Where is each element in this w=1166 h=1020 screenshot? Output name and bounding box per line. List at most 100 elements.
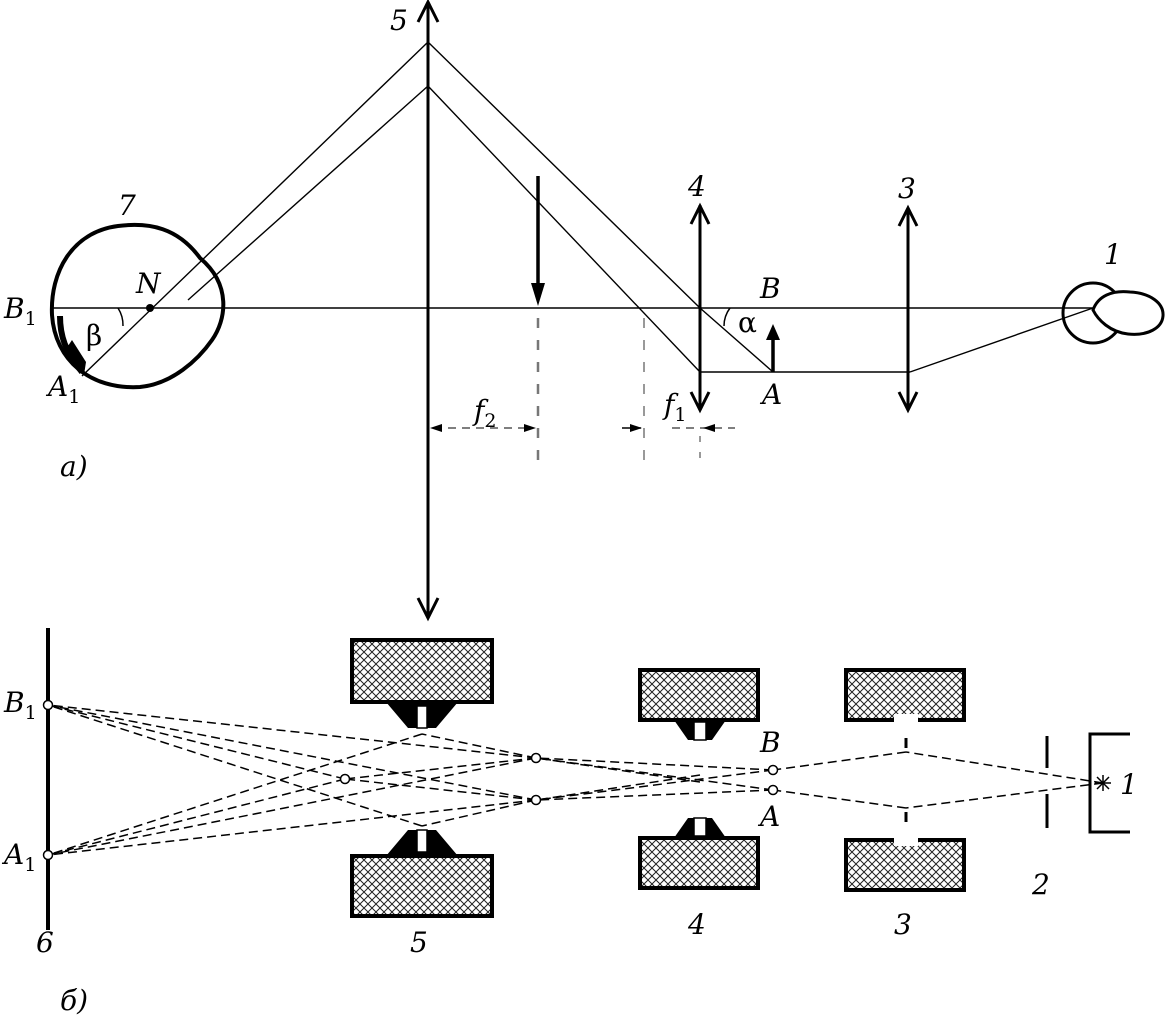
object-arrowhead [766, 324, 780, 340]
node-object-bottom [767, 784, 779, 796]
projector-lens-lower-block [350, 854, 494, 918]
ray-eyepiece-to-eye-2 [187, 85, 429, 301]
beam-source-to-condenser-top [905, 751, 1104, 784]
intermediate-image-arrowhead [531, 283, 545, 306]
ray-eyepiece-to-eye-1 [81, 41, 429, 377]
node-intermediate-top [530, 752, 542, 764]
objective-arrow-top [689, 202, 711, 225]
label-panel-a-marker: а) [60, 450, 88, 483]
beam-projector-top-to-screen-bottom [47, 733, 423, 856]
label-b-screen-number: 6 [36, 926, 54, 959]
beam-intermediate-to-projector-bottom [421, 799, 537, 827]
objective-arrow-bottom [689, 391, 711, 414]
objective-upper-gap [693, 721, 707, 741]
condenser-lens-upper-block [844, 668, 966, 722]
beam-intermediate-to-projector-top [421, 733, 537, 759]
f2-arrow-left [430, 424, 442, 432]
label-object-bottom: A [759, 378, 782, 411]
panel-a-light-microscope: 7 N β B1 A1 5 4 3 1 B A α f2 f1 а) [3, 0, 1165, 622]
label-focal-f1: f1 [662, 388, 686, 426]
beam-nodes [42, 699, 779, 861]
label-b-objective-number: 4 [687, 908, 706, 941]
label-condenser-number: 3 [898, 172, 916, 205]
label-b-projector-number: 5 [410, 926, 428, 959]
projector-lens-upper-block [350, 638, 494, 704]
beam-objective-lower-b [535, 789, 774, 801]
angle-alpha-arc [723, 307, 731, 327]
beam-intermediate-bottom-to-screen-bottom [47, 799, 537, 856]
label-image-bottom-sub: 1 [68, 386, 80, 408]
label-image-bottom-base: A [45, 370, 68, 403]
node-crossover [339, 773, 351, 785]
beam-intermediate-to-crossover-b [344, 778, 537, 801]
node-intermediate-bottom [530, 794, 542, 806]
label-object-top: B [759, 272, 781, 305]
condenser-lens-lower-block [844, 838, 966, 892]
label-b-image-bottom-sub: 1 [24, 854, 36, 876]
label-objective-number: 4 [687, 170, 706, 203]
label-lamp-number: 1 [1104, 238, 1122, 271]
beam-objective-upper-a [535, 757, 774, 771]
label-image-top-base: B [3, 292, 25, 325]
ray-object-to-eyepiece-2 [699, 307, 774, 373]
node-screen-top [42, 699, 54, 711]
nodal-point [146, 304, 154, 312]
beam-objective-upper-b [535, 769, 774, 801]
label-image-top: B1 [3, 292, 37, 330]
label-focal-f1-sub: 1 [674, 404, 686, 426]
condenser-arrow-bottom [897, 391, 919, 414]
objective-lens-upper-block [638, 668, 760, 722]
focal-markers [430, 318, 735, 462]
label-b-image-top: B1 [3, 686, 37, 724]
label-focal-f2-sub: 2 [484, 410, 496, 432]
beam-projector-bottom-to-screen-top [47, 704, 423, 827]
light-rays [81, 41, 1094, 377]
electron-beams [47, 704, 1104, 856]
beam-condenser-to-object-bottom [772, 789, 907, 809]
objective-lens-lower-block [638, 836, 760, 890]
label-b-object-top: B [759, 726, 781, 759]
label-angle-beta: β [86, 319, 102, 352]
retina-arrowhead [64, 340, 86, 375]
beam-crossover-to-screen-top-a [47, 704, 346, 780]
label-focal-f2: f2 [472, 394, 496, 432]
projector-lower-gap [416, 829, 428, 853]
electron-gun-housing [1088, 732, 1130, 834]
condenser-lower-gap [894, 836, 918, 846]
condenser-upper-gap [894, 714, 918, 724]
label-b-image-bottom: A1 [1, 838, 36, 876]
beam-intermediate-top-to-screen-top [47, 704, 537, 759]
ray-lamp-to-condenser [909, 307, 1094, 373]
beam-condenser-to-object-top [772, 751, 907, 771]
condenser-arrow-top [897, 204, 919, 227]
label-b-source-number: 1 [1120, 768, 1138, 801]
node-screen-bottom [42, 849, 54, 861]
ray-objective-to-eyepiece-1 [427, 85, 701, 373]
angle-beta-arc [117, 307, 124, 327]
label-image-bottom: A1 [45, 370, 80, 408]
objective-lower-gap [693, 817, 707, 837]
label-angle-alpha: α [738, 306, 757, 339]
label-b-image-bottom-base: A [1, 838, 24, 871]
beam-intermediate-bottom-to-screen-top [47, 704, 537, 801]
beam-intermediate-to-crossover-a [344, 757, 537, 780]
f2-arrow-right [524, 424, 536, 432]
label-eye-number: 7 [118, 189, 136, 222]
projector-upper-gap [416, 705, 428, 729]
lamp-filament [1091, 290, 1165, 336]
ray-objective-center-to-eyepiece [427, 41, 701, 309]
f1-arrow-left [630, 424, 642, 432]
label-eyepiece-number: 5 [390, 4, 408, 37]
label-b-object-bottom: A [757, 800, 780, 833]
node-object-top [767, 764, 779, 776]
beam-objective-lower-a [535, 757, 774, 791]
label-b-image-top-sub: 1 [25, 702, 37, 724]
label-panel-b-marker: б) [60, 984, 88, 1017]
label-b-aperture-number: 2 [1031, 868, 1050, 901]
label-nodal-point: N [135, 267, 162, 300]
panel-b-electron-microscope: B1 A1 6 5 4 3 2 1 B A б) [1, 628, 1138, 1017]
label-image-top-sub: 1 [25, 308, 37, 330]
beam-intermediate-top-to-screen-bottom [47, 757, 537, 856]
eyepiece-arrow-bottom [416, 597, 440, 622]
